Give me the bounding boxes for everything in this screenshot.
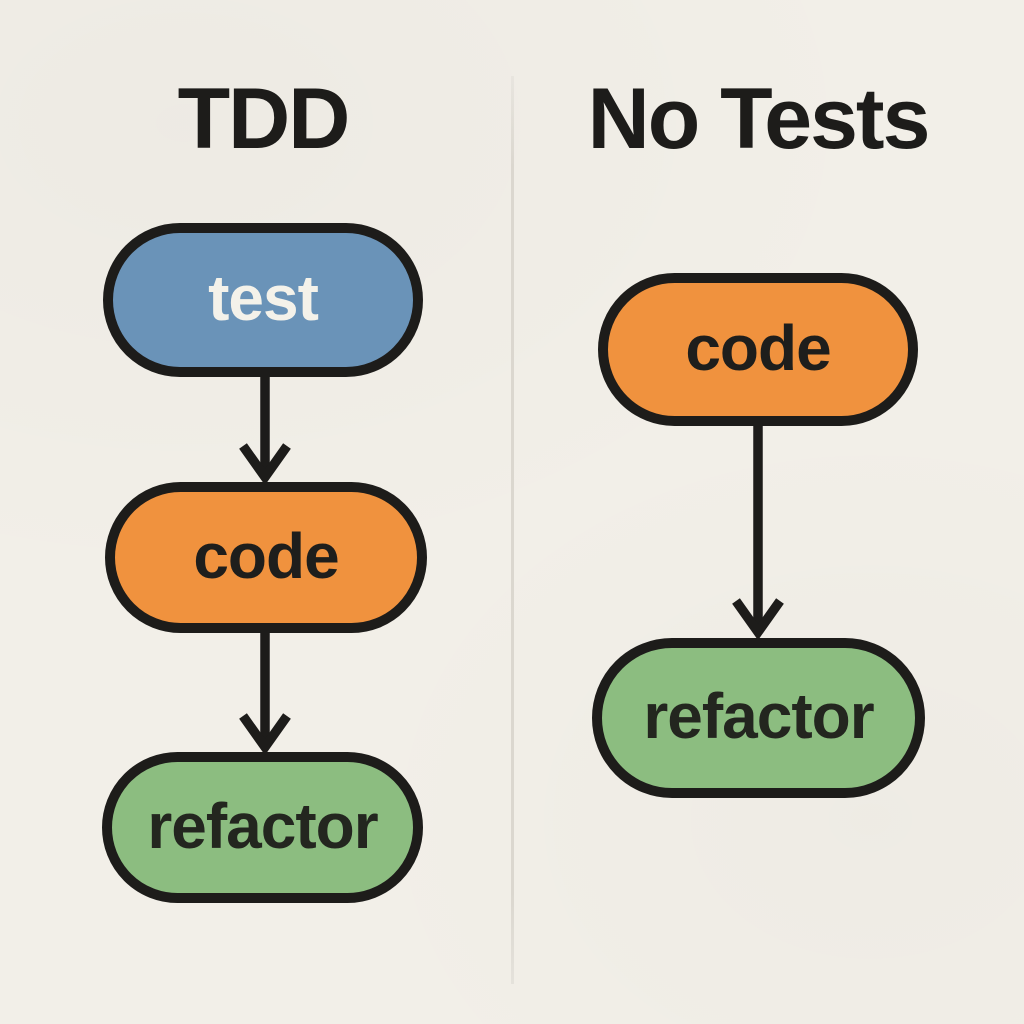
column-divider — [511, 76, 514, 984]
column-title-tdd: TDD — [177, 71, 351, 167]
node-refactor-no-tests-label: refactor — [643, 680, 874, 752]
column-title-no-tests: No Tests — [587, 71, 931, 167]
node-refactor-tdd: refactor — [102, 752, 423, 903]
node-code-no-tests: code — [598, 273, 918, 426]
node-refactor-no-tests: refactor — [592, 638, 925, 798]
node-code-tdd-label: code — [193, 519, 339, 592]
arrow-down-icon — [239, 630, 291, 754]
node-code-tdd: code — [105, 482, 427, 633]
node-test-label: test — [208, 262, 319, 334]
node-code-no-tests-label: code — [685, 311, 831, 384]
node-refactor-tdd-label: refactor — [147, 789, 378, 862]
node-test: test — [103, 223, 423, 377]
arrow-down-icon — [732, 423, 784, 639]
arrow-down-icon — [239, 374, 291, 484]
